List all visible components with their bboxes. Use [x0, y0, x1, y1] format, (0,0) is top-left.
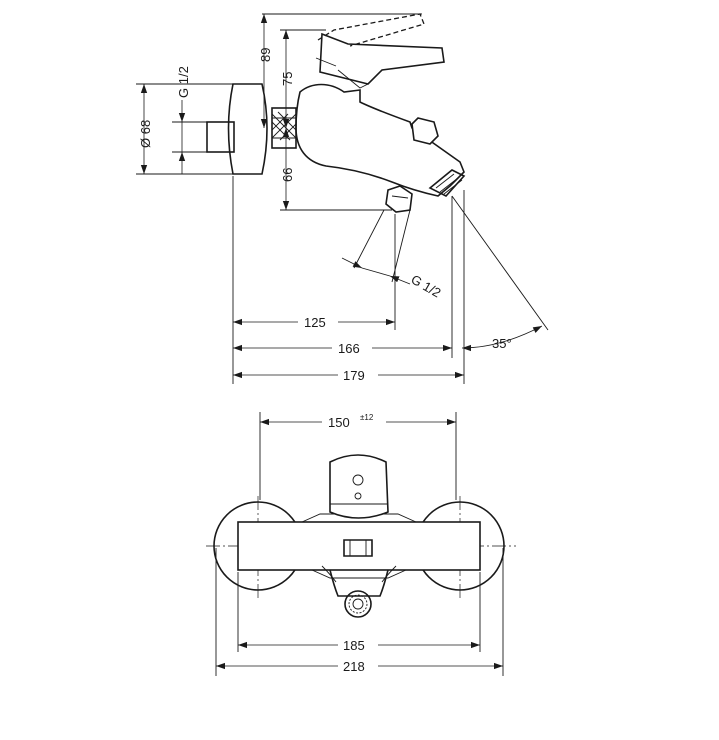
dim-185-label: 185: [343, 638, 365, 653]
dim-150-label: 150: [328, 415, 350, 430]
connector-nut: [271, 107, 297, 149]
dim-150-tolerance-label: ±12: [360, 413, 374, 422]
front-spout: [329, 569, 389, 597]
dim-75-label: 75: [280, 72, 295, 86]
dim-diameter-label: Ø 68: [138, 120, 153, 148]
spout-aerator: [428, 169, 466, 197]
dim-218-label: 218: [343, 659, 365, 674]
front-diverter: [343, 539, 373, 557]
front-aerator: [344, 590, 372, 618]
lever-handle: [319, 32, 445, 85]
dim-66-label: 66: [280, 168, 295, 182]
dim-89-label: 89: [258, 48, 273, 62]
shower-outlet: [385, 185, 413, 213]
dim-thread-inlet-label: G 1/2: [176, 66, 191, 98]
front-lever: [329, 454, 389, 519]
lever-screw-dot: [354, 492, 362, 500]
dim-166-label: 166: [338, 341, 360, 356]
dim-angle-label: 35°: [492, 336, 512, 351]
front-view: 150 ±12 185 218: [206, 412, 516, 676]
side-view: 89 75 66 Ø 68 G 1/2 G 1/2 35°: [136, 13, 549, 384]
diverter-knob: [411, 117, 439, 145]
dim-125-label: 125: [304, 315, 326, 330]
dim-179-label: 179: [343, 368, 365, 383]
lever-open-position: [317, 13, 425, 47]
inlet-pipe: [206, 121, 235, 153]
lever-indicator-dot: [352, 474, 364, 486]
dim-thread-outlet-label: G 1/2: [409, 272, 444, 301]
mixer-body: [295, 83, 465, 197]
